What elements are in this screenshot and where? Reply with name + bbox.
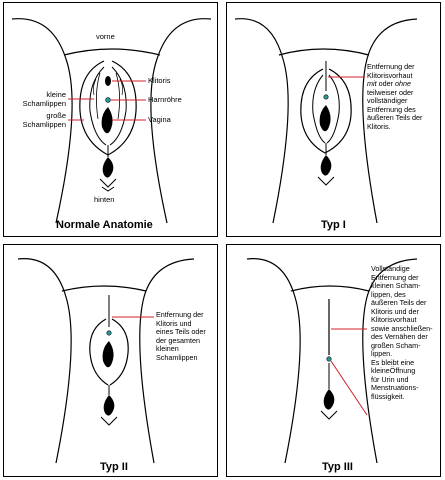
type-1-description: Entfernung der Klitorisvorhaut mit oder … xyxy=(367,62,423,131)
panel-normal-anatomy: vorne Klitoris Harnröhre Vagina kleine S… xyxy=(3,2,218,237)
label-clitoris: Klitoris xyxy=(148,76,171,85)
label-vagina: Vagina xyxy=(148,115,171,124)
urethra-shape xyxy=(105,97,111,103)
labia-majora-right xyxy=(107,60,137,156)
label-urethra: Harnröhre xyxy=(148,95,182,104)
label-labia-majora: große Schamlippen xyxy=(22,111,66,129)
panel-type-2: Entfernung der Klitoris und eines Teils … xyxy=(3,244,218,477)
label-front: vorne xyxy=(96,32,115,41)
labia-minora-left xyxy=(89,66,107,146)
anus-shape xyxy=(102,157,114,178)
panel-type-1: Entfernung der Klitorisvorhaut mit oder … xyxy=(226,2,441,237)
left-thigh-outline xyxy=(11,18,73,224)
pointer-type-3-opening xyxy=(330,360,368,416)
type-2-drawing xyxy=(17,258,195,464)
vagina-shape xyxy=(101,107,113,134)
mons-line xyxy=(63,48,161,56)
type-3-description: Vollständige Entfernung der kleinen Scha… xyxy=(371,264,433,401)
clitoris-shape xyxy=(105,76,111,86)
panel-type-3: Vollständige Entfernung der kleinen Scha… xyxy=(226,244,441,477)
label-back: hinten xyxy=(94,195,115,204)
type-3-drawing xyxy=(246,258,418,464)
panel-title: Typ III xyxy=(322,461,353,473)
panel-title: Typ II xyxy=(100,461,128,473)
type-2-description: Entfernung der Klitoris und eines Teils … xyxy=(156,310,206,362)
labia-minora-right xyxy=(109,66,127,146)
panel-title: Typ I xyxy=(321,219,346,231)
labia-majora-left xyxy=(79,60,109,156)
right-thigh-outline xyxy=(150,18,212,224)
label-labia-minora: kleine Schamlippen xyxy=(22,90,66,108)
type-1-drawing xyxy=(234,18,418,224)
normal-anatomy-drawing xyxy=(11,18,212,224)
panel-title: Normale Anatomie xyxy=(56,219,153,231)
